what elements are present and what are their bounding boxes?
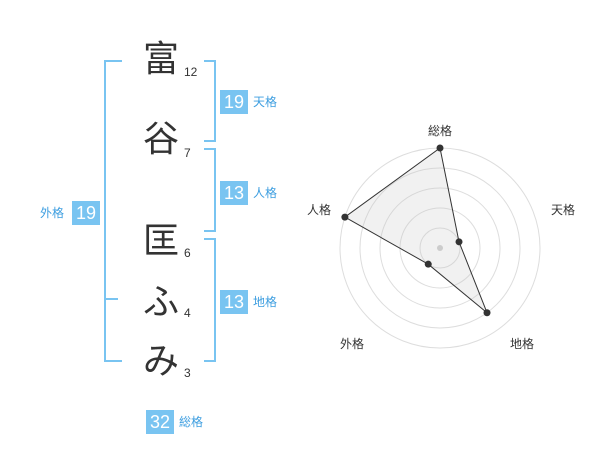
gaikaku-label: 外格 — [40, 206, 65, 220]
radar-ring — [379, 187, 501, 309]
tenkaku-value-badge: 19 — [220, 90, 248, 114]
chikaku-label: 地格 — [253, 295, 278, 309]
jinkaku-value-badge: 13 — [220, 181, 248, 205]
radar-axis-label-chikaku: 地格 — [510, 337, 535, 351]
name-char-3: 匡 — [142, 221, 179, 262]
tenkaku-bracket — [204, 60, 216, 142]
radar-axis-label-tenkaku: 天格 — [551, 203, 576, 217]
name-char-2: 谷 — [142, 119, 179, 160]
stroke-count-2: 7 — [184, 146, 191, 160]
stroke-count-1: 12 — [184, 65, 198, 79]
stroke-count-3: 6 — [184, 246, 191, 260]
radar-ring — [359, 167, 521, 329]
gaikaku-bracket-tick — [104, 298, 118, 300]
soukaku-value-badge: 32 — [146, 410, 174, 434]
radar-axis-label-jinkaku: 人格 — [307, 203, 332, 217]
stroke-count-4: 4 — [184, 306, 191, 320]
radar-polygon — [343, 147, 488, 314]
chikaku-bracket — [204, 238, 216, 362]
radar-point-2 — [455, 238, 463, 246]
radar-axis-label-soukaku: 総格 — [428, 124, 453, 138]
name-char-5: み — [142, 341, 179, 382]
radar-point-4 — [424, 260, 432, 268]
radar-ring — [419, 227, 461, 269]
tenkaku-label: 天格 — [253, 95, 278, 109]
radar-point-3 — [483, 309, 491, 317]
radar-point-5 — [341, 213, 349, 221]
gaikaku-value-badge: 19 — [72, 201, 100, 225]
jinkaku-bracket — [204, 148, 216, 232]
name-char-4: ふ — [142, 282, 179, 323]
radar-center-dot — [437, 245, 443, 251]
soukaku-label: 総格 — [179, 415, 204, 429]
stroke-count-5: 3 — [184, 366, 191, 380]
jinkaku-label: 人格 — [253, 186, 278, 200]
radar-point-1 — [436, 144, 444, 152]
chikaku-value-badge: 13 — [220, 290, 248, 314]
radar-axis-label-gaikaku: 外格 — [340, 337, 365, 351]
gaikaku-bracket — [104, 60, 122, 362]
name-char-1: 富 — [142, 39, 179, 80]
